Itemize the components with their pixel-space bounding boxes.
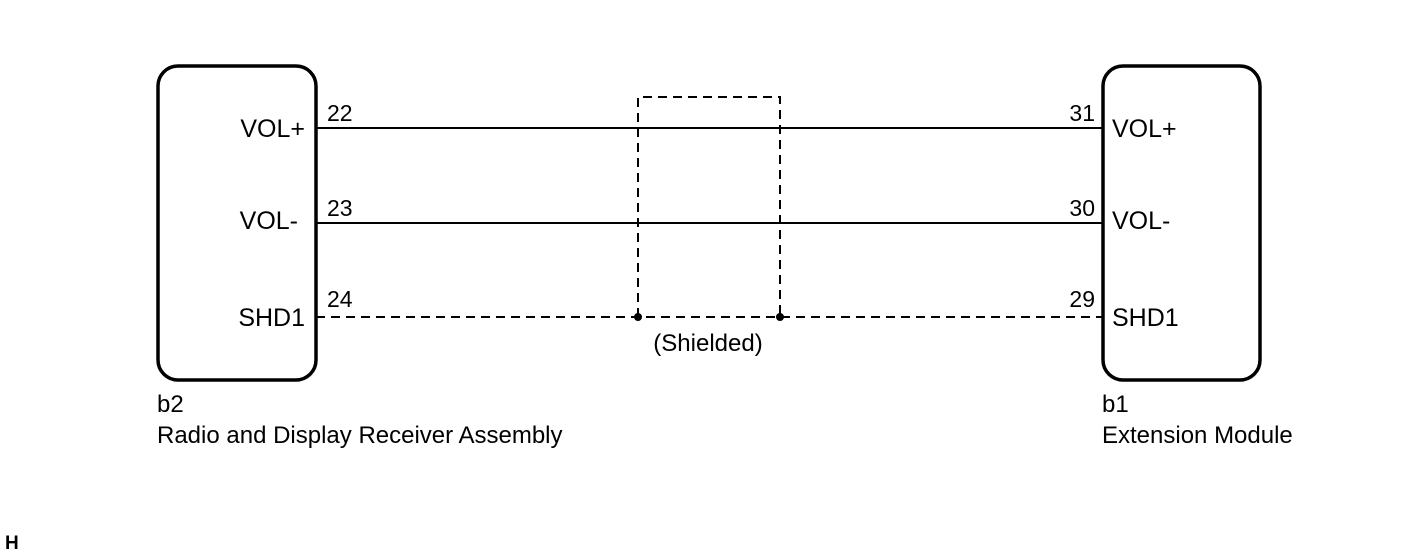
left-pin-vol-plus: 22 [327, 100, 353, 126]
right-pin-vol-minus: 30 [1069, 195, 1095, 221]
right-pin-vol-plus: 31 [1069, 100, 1095, 126]
right-signal-shd1: SHD1 [1112, 304, 1179, 332]
right-signal-vol-minus: VOL- [1112, 207, 1170, 235]
right-signal-vol-plus: VOL+ [1112, 115, 1177, 143]
left-pin-vol-minus: 23 [327, 195, 353, 221]
left-signal-shd1: SHD1 [238, 304, 305, 332]
left-component-code: b2 [157, 391, 184, 418]
shield-junction-left [634, 313, 642, 321]
left-signal-vol-plus: VOL+ [240, 115, 305, 143]
left-pin-shd1: 24 [327, 286, 353, 312]
shield-junction-right [776, 313, 784, 321]
corner-mark: H [5, 533, 19, 554]
shield-outline [637, 96, 781, 317]
left-component-name: Radio and Display Receiver Assembly [157, 422, 563, 449]
right-component-name: Extension Module [1102, 422, 1293, 449]
right-component-code: b1 [1102, 391, 1129, 418]
right-pin-shd1: 29 [1069, 286, 1095, 312]
shield-label: (Shielded) [653, 330, 762, 357]
left-signal-vol-minus: VOL- [240, 207, 298, 235]
